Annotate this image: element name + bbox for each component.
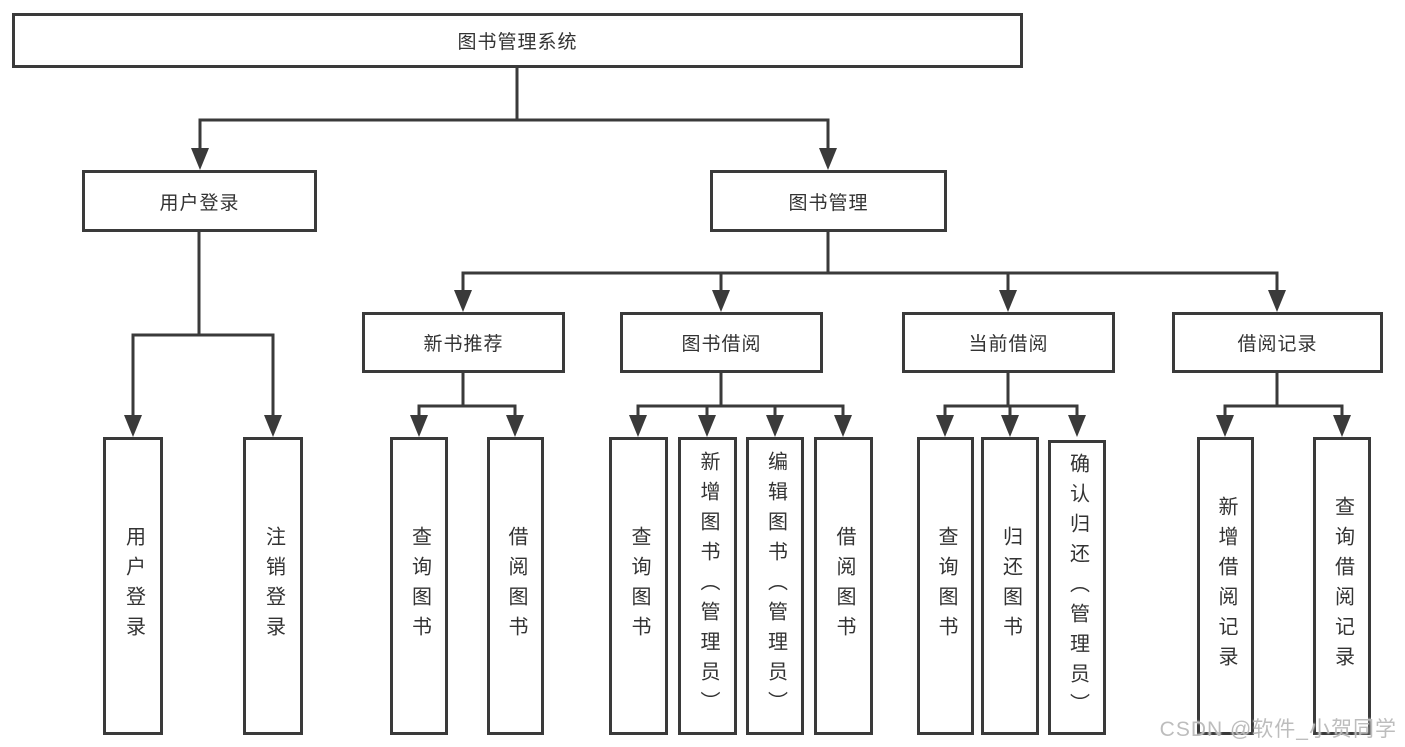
arrow-down-icon bbox=[1268, 290, 1286, 312]
leaf-borrow-book-2-label: 借阅图书 bbox=[833, 526, 855, 646]
arrow-down-icon bbox=[1216, 415, 1234, 437]
arrow-down-icon bbox=[454, 290, 472, 312]
leaf-add-borrow-record-label: 新增借阅记录 bbox=[1215, 496, 1237, 676]
node-current-borrow-label: 当前借阅 bbox=[968, 334, 1049, 355]
node-user-login-label: 用户登录 bbox=[159, 192, 240, 214]
connector-paths bbox=[131, 66, 1344, 421]
node-new-book-recommend: 新书推荐 bbox=[362, 312, 565, 373]
leaf-edit-book-admin: 编辑图书（管理员） bbox=[746, 437, 804, 735]
arrow-down-icon bbox=[1001, 415, 1019, 437]
node-user-login: 用户登录 bbox=[82, 170, 317, 232]
leaf-confirm-return-admin-label: 确认归还（管理员） bbox=[1066, 452, 1089, 723]
arrow-down-icon bbox=[834, 415, 852, 437]
leaf-query-book-2-label: 查询图书 bbox=[628, 526, 650, 646]
arrow-down-icon bbox=[191, 148, 209, 170]
node-root-label: 图书管理系统 bbox=[457, 32, 578, 53]
leaf-borrow-book-1-label: 借阅图书 bbox=[505, 526, 527, 646]
node-book-management: 图书管理 bbox=[710, 170, 947, 232]
leaf-query-borrow-record: 查询借阅记录 bbox=[1313, 437, 1371, 735]
arrow-down-icon bbox=[936, 415, 954, 437]
leaf-query-borrow-record-label: 查询借阅记录 bbox=[1331, 496, 1354, 676]
leaf-query-book-3-label: 查询图书 bbox=[935, 526, 957, 646]
node-current-borrow: 当前借阅 bbox=[902, 312, 1115, 373]
leaf-add-book-admin: 新增图书（管理员） bbox=[678, 437, 737, 735]
leaf-query-book-2: 查询图书 bbox=[609, 437, 668, 735]
arrow-down-icon bbox=[410, 415, 428, 437]
leaf-user-login-label: 用户登录 bbox=[122, 526, 145, 646]
arrow-down-icon bbox=[766, 415, 784, 437]
node-book-borrow-label: 图书借阅 bbox=[681, 334, 762, 355]
arrow-down-icon bbox=[712, 290, 730, 312]
arrow-down-icon bbox=[1333, 415, 1351, 437]
arrowhead-icons bbox=[124, 148, 1351, 437]
node-borrow-record-label: 借阅记录 bbox=[1237, 334, 1318, 355]
leaf-user-login: 用户登录 bbox=[103, 437, 163, 735]
leaf-logout-label: 注销登录 bbox=[262, 526, 285, 646]
leaf-return-book: 归还图书 bbox=[981, 437, 1039, 735]
leaf-borrow-book-1: 借阅图书 bbox=[487, 437, 544, 735]
arrow-down-icon bbox=[506, 415, 524, 437]
leaf-logout: 注销登录 bbox=[243, 437, 303, 735]
node-book-borrow: 图书借阅 bbox=[620, 312, 823, 373]
arrow-down-icon bbox=[124, 415, 142, 437]
arrow-down-icon bbox=[698, 415, 716, 437]
arrow-down-icon bbox=[1068, 415, 1086, 437]
watermark: CSDN @软件_小贺同学 bbox=[1159, 718, 1397, 741]
leaf-query-book-1: 查询图书 bbox=[390, 437, 448, 735]
node-book-management-label: 图书管理 bbox=[788, 192, 869, 214]
leaf-confirm-return-admin: 确认归还（管理员） bbox=[1048, 440, 1106, 735]
leaf-add-borrow-record: 新增借阅记录 bbox=[1197, 437, 1254, 735]
arrow-down-icon bbox=[264, 415, 282, 437]
node-borrow-record: 借阅记录 bbox=[1172, 312, 1383, 373]
leaf-add-book-admin-label: 新增图书（管理员） bbox=[697, 451, 719, 721]
node-root: 图书管理系统 bbox=[12, 13, 1023, 68]
arrow-down-icon bbox=[999, 290, 1017, 312]
leaf-query-book-1-label: 查询图书 bbox=[408, 526, 431, 646]
arrow-down-icon bbox=[629, 415, 647, 437]
leaf-query-book-3: 查询图书 bbox=[917, 437, 974, 735]
arrow-down-icon bbox=[819, 148, 837, 170]
leaf-borrow-book-2: 借阅图书 bbox=[814, 437, 873, 735]
leaf-return-book-label: 归还图书 bbox=[999, 526, 1022, 646]
leaf-edit-book-admin-label: 编辑图书（管理员） bbox=[764, 451, 787, 721]
node-new-book-recommend-label: 新书推荐 bbox=[423, 334, 504, 355]
